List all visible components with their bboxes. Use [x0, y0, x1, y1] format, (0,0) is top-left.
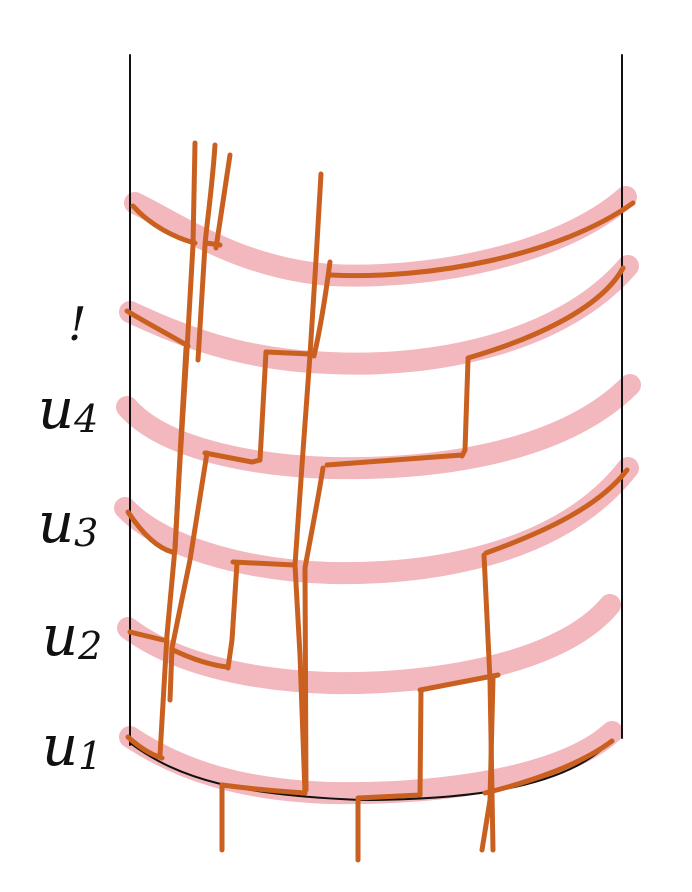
- band-level-2: [114, 457, 639, 585]
- strand-6: [292, 171, 324, 796]
- strand-14: [417, 687, 424, 798]
- band-level-0: [119, 721, 623, 805]
- level-curves: [124, 200, 636, 801]
- curve-level-0: [125, 734, 615, 801]
- label-u1: u1: [42, 714, 102, 779]
- label-u2: u2: [42, 604, 102, 669]
- strand-8: [249, 349, 269, 465]
- label-top: !: [68, 297, 87, 351]
- strand-9: [302, 465, 326, 793]
- strand-2: [195, 142, 218, 363]
- curve-level-4: [124, 265, 626, 361]
- curve-level-1: [127, 629, 501, 693]
- strand-5: [167, 450, 210, 703]
- strand-10: [225, 560, 240, 671]
- curve-level-3: [202, 450, 465, 468]
- level-labels: ! u4 u3 u2 u1: [38, 297, 102, 779]
- label-u4: u4: [38, 377, 98, 442]
- strand-7: [311, 259, 333, 359]
- strand-13: [479, 675, 496, 853]
- braid-strands: [157, 140, 496, 863]
- curve-level-2: [125, 467, 630, 568]
- strand-4: [172, 345, 189, 553]
- band-level-1: [117, 594, 621, 695]
- band-level-3: [116, 374, 641, 480]
- label-u3: u3: [38, 491, 98, 556]
- strand-11: [459, 357, 471, 459]
- strand-3: [213, 152, 233, 251]
